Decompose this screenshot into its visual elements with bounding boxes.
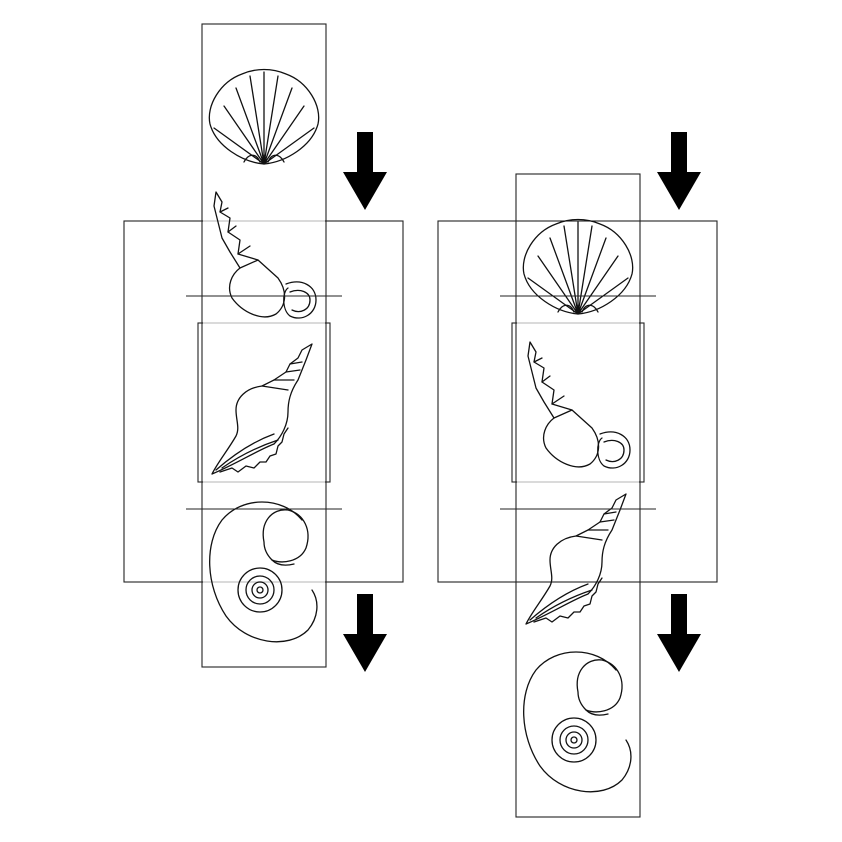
right-panel bbox=[437, 132, 718, 818]
down-arrow-icon bbox=[343, 594, 387, 672]
snail-shell-icon bbox=[523, 651, 632, 793]
right-window bbox=[511, 322, 645, 483]
right-frame bbox=[437, 220, 718, 583]
left-panel bbox=[123, 23, 404, 672]
down-arrow-icon bbox=[657, 132, 701, 210]
right-strip[interactable] bbox=[515, 173, 641, 818]
left-strip[interactable] bbox=[201, 23, 327, 668]
scallop-shell-icon bbox=[522, 218, 634, 315]
down-arrow-icon bbox=[657, 594, 701, 672]
auger-shell-icon bbox=[527, 341, 631, 469]
scallop-shell-icon bbox=[208, 68, 320, 165]
auger-shell-icon bbox=[213, 191, 317, 319]
conch-shell-icon bbox=[211, 343, 313, 475]
down-arrow-icon bbox=[343, 132, 387, 210]
conch-shell-icon bbox=[525, 493, 627, 625]
left-window bbox=[197, 322, 331, 483]
snail-shell-icon bbox=[209, 501, 318, 643]
